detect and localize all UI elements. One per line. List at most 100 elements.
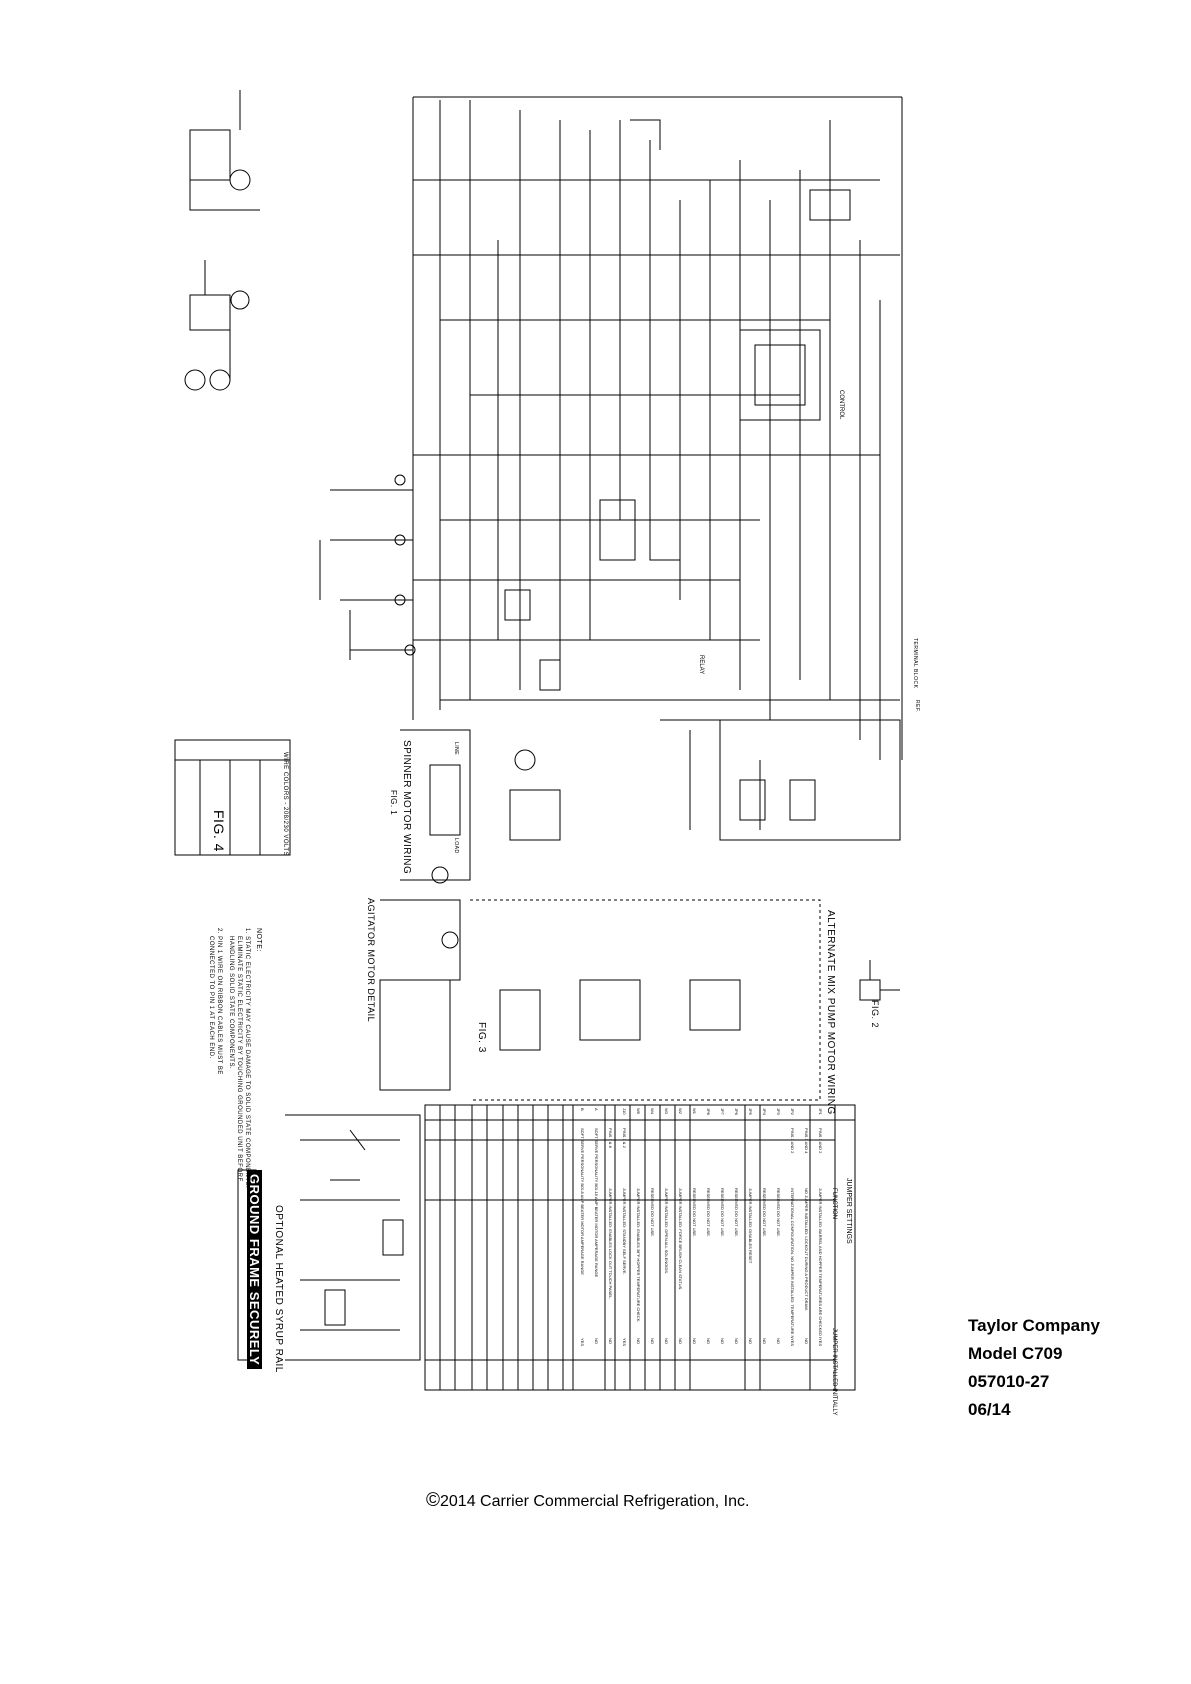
note-1c: HANDLING SOLID STATE COMPONENTS. xyxy=(228,936,234,1070)
jumper-cell-id: A xyxy=(594,1108,599,1111)
jumper-cell-id: JP2 xyxy=(790,1108,795,1115)
jumper-cell-function: 0-15 AMP BEATER MOTOR AMPERAGE RANGE xyxy=(594,1188,599,1278)
jumper-cell-pins: SOFT SERVE PERSONALITY BOARD xyxy=(594,1128,599,1188)
jumper-row: JP4RESERVED DO NOT USE. NO xyxy=(757,1108,771,1388)
fig3-label: FIG. 3 xyxy=(476,1022,487,1053)
jumper-cell-installed: NO xyxy=(664,1338,669,1344)
note-2: 2. PIN 1 WIRE ON RIBBON CABLES MUST BE xyxy=(216,928,222,1075)
jumper-row: PINS 7 & 8 JUMPER INSTALLED: ENABLES LOCK… xyxy=(603,1108,617,1388)
jumper-cell-id: JP1 xyxy=(818,1108,823,1115)
jumper-cell-pins: PINS 1 AND 2 xyxy=(790,1128,795,1154)
jumper-row: W3JUMPER INSTALLED: OPEN ALL SOLENOIDS.N… xyxy=(659,1108,673,1388)
jumper-cell-function: RESERVED DO NOT USE. xyxy=(762,1188,767,1237)
jumper-row: JP5JUMPER INSTALLED: DISABLES RESET NO xyxy=(743,1108,757,1388)
agitator-label: AGITATOR MOTOR DETAIL xyxy=(366,898,376,1023)
ref-label: REF. xyxy=(914,700,920,713)
jumper-row: W5JUMPER INSTALLED: ENABLES 38°F HOPPER … xyxy=(631,1108,645,1388)
jumper-table-title: JUMPER SETTINGS xyxy=(845,1178,852,1244)
jumper-cell-function: RESERVED DO NOT USE. xyxy=(776,1188,781,1237)
jumper-cell-function: JUMPER INSTALLED: ENABLES LOCK OUT TOUCH… xyxy=(608,1188,613,1300)
jumper-cell-installed: NO xyxy=(804,1338,809,1344)
jumper-cell-function: RESERVED DO NOT USE. xyxy=(650,1188,655,1237)
jumper-cell-id: J10 xyxy=(622,1108,627,1115)
jumper-cell-function: 0-8 AMP BEATER MOTOR AMPERAGE RANGE xyxy=(580,1188,585,1275)
note-1: 1. STATIC ELECTRICITY MAY CAUSE DAMAGE T… xyxy=(244,928,250,1189)
jumper-cell-function: RESERVED DO NOT USE. xyxy=(706,1188,711,1237)
note-1b: ELIMINATE STATIC ELECTRICITY BY TOUCHING… xyxy=(236,936,242,1182)
jumper-table: JUMPER SETTINGS FUNCTION JUMPER INSTALLED… xyxy=(575,1108,855,1416)
jumper-table-header: FUNCTION JUMPER INSTALLED INITIALLY xyxy=(827,1108,841,1416)
jumper-cell-id: JP8 xyxy=(706,1108,711,1115)
jumper-cell-id: JP4 xyxy=(762,1108,767,1115)
fig4-label: FIG. 4 xyxy=(211,810,227,852)
jumper-cell-id: JP7 xyxy=(720,1108,725,1115)
jumper-cell-pins: PINS 7 & 8 xyxy=(608,1128,613,1148)
jumper-cell-installed: NO xyxy=(692,1338,697,1344)
jumper-row: JP2PINS 1 AND 2 INTERNATIONAL CONFIGURATI… xyxy=(785,1108,799,1388)
jumper-row: B SOFT SERVE PERSONALITY BOARD0-8 AMP BEA… xyxy=(575,1108,589,1388)
jumper-row: JP3RESERVED DO NOT USE.NO xyxy=(771,1108,785,1388)
jumper-cell-installed: YES xyxy=(818,1338,823,1347)
jumper-cell-function: RESERVED DO NOT USE. xyxy=(720,1188,725,1237)
jumper-cell-installed: NO xyxy=(734,1338,739,1344)
fig1-label: FIG. 1 xyxy=(389,790,398,816)
line-label: LINE xyxy=(453,742,459,756)
jumper-cell-id: JP5 xyxy=(748,1108,753,1115)
copyright-notice: ©2014 Carrier Commercial Refrigeration, … xyxy=(426,1490,749,1512)
jumper-cell-installed: NO xyxy=(762,1338,767,1344)
jumper-row: PINS 3 AND 4NO JUMPER INSTALLED: LOCKOUT… xyxy=(799,1108,813,1388)
jumper-cell-function: JUMPER INSTALLED: ENABLES 38°F HOPPER TE… xyxy=(636,1188,641,1323)
jumper-row: W1RESERVED DO NOT USE. NO xyxy=(687,1108,701,1388)
jumper-cell-installed: NO xyxy=(594,1338,599,1344)
jumper-cell-id: W1 xyxy=(692,1108,697,1114)
jumper-cell-installed: NO xyxy=(636,1338,641,1344)
jumper-cell-installed: YES xyxy=(580,1338,585,1347)
company-name: Taylor Company xyxy=(968,1316,1100,1335)
jumper-cell-id: W5 xyxy=(636,1108,641,1114)
jumper-cell-installed: NO xyxy=(706,1338,711,1344)
alt-mix-pump-label: ALTERNATE MIX PUMP MOTOR WIRING xyxy=(825,910,836,1115)
terminal-block-label: TERMINAL BLOCK xyxy=(912,638,918,689)
jumper-cell-pins: SOFT SERVE PERSONALITY BOARD xyxy=(580,1128,585,1188)
jumper-cell-id: W2 xyxy=(678,1108,683,1114)
spinner-wiring-label: SPINNER MOTOR WIRING xyxy=(401,740,412,875)
ground-frame-label: GROUND FRAME SECURELY xyxy=(247,1170,262,1370)
jumper-cell-id: W4 xyxy=(650,1108,655,1114)
jumper-cell-function: JUMPER INSTALLED: DISABLES RESET xyxy=(748,1188,753,1264)
jumper-header-cell: JUMPER INSTALLED INITIALLY xyxy=(831,1328,837,1416)
jumper-row: JP8RESERVED DO NOT USE. NO xyxy=(701,1108,715,1388)
jumper-cell-function: JUMPER INSTALLED: STANDBY SELF SERVE. xyxy=(622,1188,627,1275)
revision-date: 06/14 xyxy=(968,1400,1011,1419)
jumper-cell-installed: NO xyxy=(650,1338,655,1344)
model-number: Model C709 xyxy=(968,1344,1063,1363)
jumper-cell-function: RESERVED DO NOT USE. xyxy=(692,1188,697,1237)
note-2b: CONNECTED TO PIN 1 AT EACH END. xyxy=(208,936,214,1059)
jumper-cell-pins: PINS 3 AND 4 xyxy=(804,1128,809,1154)
jumper-cell-pins: PINS 1 AND 2 xyxy=(818,1128,823,1154)
syrup-rail-label: OPTIONAL HEATED SYRUP RAIL xyxy=(273,1205,284,1373)
svg-text:RELAY: RELAY xyxy=(698,655,704,674)
jumper-cell-id: JP6 xyxy=(734,1108,739,1115)
load-label: LOAD xyxy=(453,838,459,854)
note-title: NOTE: xyxy=(255,928,262,952)
jumper-header-cell: FUNCTION xyxy=(831,1188,837,1219)
jumper-cell-installed: YES xyxy=(622,1338,627,1347)
jumper-row: JP6RESERVED DO NOT USE.NO xyxy=(729,1108,743,1388)
svg-text:CONTROL: CONTROL xyxy=(838,390,844,420)
jumper-cell-function: INTERNATIONAL CONFIGURATION. NO JUMPER I… xyxy=(790,1188,795,1338)
jumper-cell-installed: NO xyxy=(748,1338,753,1344)
jumper-cell-installed: NO xyxy=(776,1338,781,1344)
jumper-cell-id: W3 xyxy=(664,1108,669,1114)
jumper-cell-installed: NO xyxy=(720,1338,725,1344)
jumper-row: W4RESERVED DO NOT USE. NO xyxy=(645,1108,659,1388)
jumper-cell-id: B xyxy=(580,1108,585,1111)
jumper-cell-function: JUMPER INSTALLED: FORCE BRUSH CLEAN STAT… xyxy=(678,1188,683,1291)
jumper-row: A SOFT SERVE PERSONALITY BOARD0-15 AMP BE… xyxy=(589,1108,603,1388)
jumper-row: JP1PINS 1 AND 2JUMPER INSTALLED: BARREL … xyxy=(813,1108,827,1388)
part-number: 057010-27 xyxy=(968,1372,1050,1391)
copyright-text: 2014 Carrier Commercial Refrigeration, I… xyxy=(440,1493,750,1510)
jumper-cell-installed: NO xyxy=(678,1338,683,1344)
wire-colors-label: WIRE COLORS - 208/230 VOLTS xyxy=(282,752,288,857)
